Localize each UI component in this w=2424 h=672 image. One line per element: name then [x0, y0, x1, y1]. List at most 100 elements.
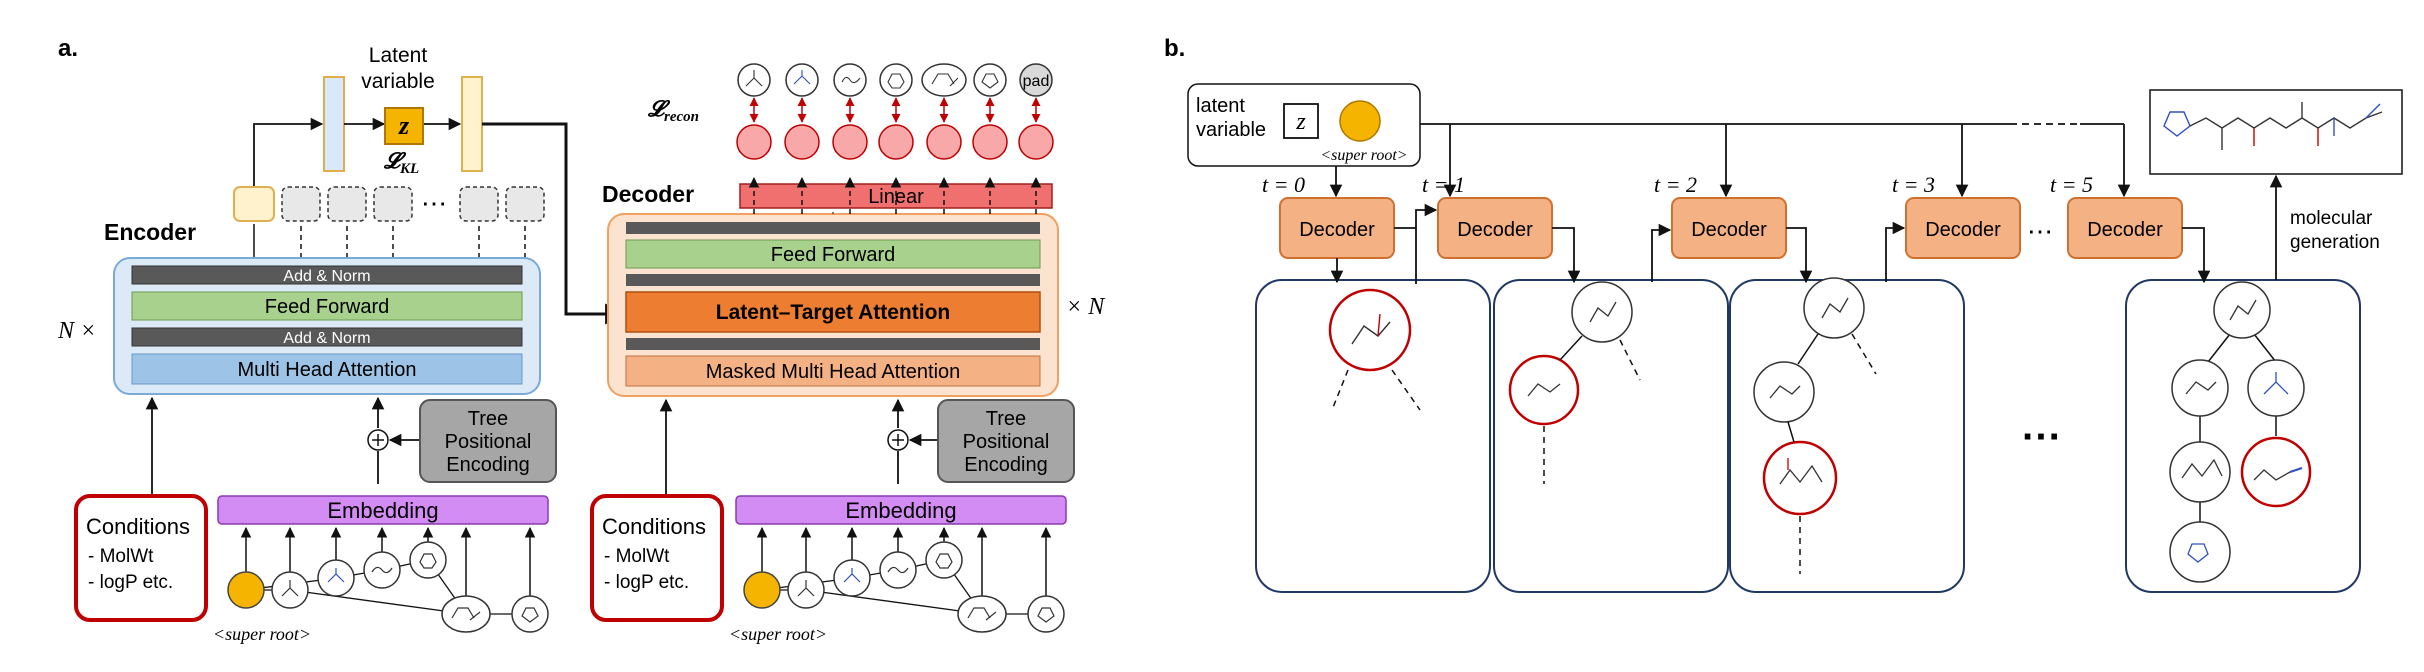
svg-text:Decoder: Decoder	[1925, 219, 2001, 241]
latent-sample-bar	[461, 76, 483, 172]
tree-t5	[2169, 281, 2312, 583]
latent-mean-bar	[323, 76, 345, 172]
target-fragment-node	[879, 63, 913, 97]
svg-text:Decoder: Decoder	[1457, 219, 1533, 241]
encoder-output-token	[505, 186, 545, 222]
encoder-tree-positional-encoding	[419, 399, 557, 483]
encoder-input-tree: <super root>	[213, 526, 549, 644]
latent-z-box-b	[1283, 103, 1319, 139]
steps-ellipsis: ⋯	[2027, 216, 2053, 246]
tree-t5-node	[2169, 441, 2231, 503]
svg-text:Masked Multi Head Attention: Masked Multi Head Attention	[706, 361, 961, 383]
decoder-fragment-node	[925, 541, 963, 579]
recon-prediction-node	[832, 124, 868, 160]
encoder-fragment-node	[511, 595, 549, 633]
panel-a: a. Latent variable z 𝓛KL ⋯	[57, 35, 1106, 644]
recon-prediction-node	[784, 124, 820, 160]
step-label-t2: t = 2	[1654, 172, 1697, 197]
latent-z-box	[384, 107, 424, 145]
encoder-fragment-node	[409, 541, 447, 579]
encoder-output-root	[233, 186, 275, 222]
decoder-repeat: × N	[1066, 294, 1106, 320]
encoder-add-norm-bottom	[131, 327, 523, 347]
recon-prediction-node	[926, 124, 962, 160]
recon-prediction-node	[972, 124, 1008, 160]
tree-t2-new-node	[1762, 440, 1838, 516]
svg-text:Embedding: Embedding	[845, 498, 956, 523]
target-fragment-node	[785, 63, 819, 97]
step-label-t5: t = 5	[2050, 172, 2093, 197]
decoder-add-norm-bottom	[626, 338, 1040, 350]
svg-text:Positional: Positional	[445, 431, 532, 453]
decoder-feed-forward	[625, 239, 1041, 269]
latent-z-symbol: z	[398, 111, 410, 140]
encoder-conditions-box	[74, 494, 208, 622]
svg-text:Encoding: Encoding	[446, 454, 529, 476]
decoder-conditions-box	[590, 494, 724, 622]
panel-b: b. latent variable z <super root> t = 0 …	[1164, 35, 2403, 593]
svg-text:Decoder: Decoder	[2087, 219, 2163, 241]
tree-t5-node	[2247, 359, 2305, 417]
tree-state-t2	[1729, 279, 1965, 593]
svg-text:- MolWt: - MolWt	[604, 546, 670, 567]
recon-prediction-node	[1018, 124, 1054, 160]
panel-b-label: b.	[1164, 35, 1185, 62]
svg-text:Feed Forward: Feed Forward	[771, 244, 896, 266]
encoder-fragment-node	[317, 559, 355, 597]
encoder-feed-forward	[131, 291, 523, 321]
svg-text:variable: variable	[1196, 119, 1266, 141]
generated-molecule-icon	[2163, 102, 2383, 150]
tree-t2-child-node	[1753, 361, 1815, 423]
recon-prediction-node	[878, 124, 914, 160]
decoder-title: Decoder	[602, 181, 694, 207]
generated-molecule-box	[2149, 89, 2403, 175]
svg-text:Decoder: Decoder	[1691, 219, 1767, 241]
svg-text:z: z	[1295, 109, 1306, 135]
target-fragment-node	[973, 63, 1007, 97]
svg-text:Tree: Tree	[986, 408, 1026, 430]
kl-loss-label: 𝓛KL	[383, 148, 419, 177]
latent-variable-label-line2: variable	[361, 70, 435, 93]
svg-text:Add & Norm: Add & Norm	[283, 330, 370, 347]
decoder-add-norm-top	[626, 222, 1040, 234]
decoder-super-root-node	[743, 571, 781, 609]
encoder-multi-head-attention	[131, 353, 523, 385]
decoder-input-tree: <super root>	[729, 526, 1065, 644]
encoder-embedding	[217, 495, 549, 525]
decoder-fragment-node	[1027, 595, 1065, 633]
svg-text:- logP etc.: - logP etc.	[604, 572, 689, 593]
recon-loss-label: 𝓛recon	[647, 96, 699, 125]
svg-text:Decoder: Decoder	[1299, 219, 1375, 241]
pad-token-label: pad	[1023, 73, 1050, 90]
svg-text:Encoding: Encoding	[964, 454, 1047, 476]
decoder-fragment-node	[833, 559, 871, 597]
recon-outputs: pad	[736, 63, 1054, 214]
encoder-output-token	[281, 186, 321, 222]
svg-text:<super root>: <super root>	[1320, 147, 1407, 164]
decoder-step-t3	[1905, 197, 2021, 259]
tree-state-t0	[1255, 279, 1491, 593]
svg-text:Embedding: Embedding	[327, 498, 438, 523]
recon-prediction-node	[736, 124, 772, 160]
tree-states-ellipsis: ···	[2022, 415, 2062, 459]
tree-t5-node	[2169, 521, 2231, 583]
decoder-tree-positional-encoding	[937, 399, 1075, 483]
svg-text:Conditions: Conditions	[86, 514, 190, 539]
encoder-fragment-node	[441, 595, 491, 633]
svg-text:Positional: Positional	[963, 431, 1050, 453]
encoder-fragment-node	[271, 571, 309, 609]
svg-text:Conditions: Conditions	[602, 514, 706, 539]
super-root-node-b	[1339, 100, 1381, 142]
tree-t1-new-node	[1508, 354, 1580, 426]
encoder-repeat: N ×	[57, 318, 96, 344]
encoder-title: Encoder	[104, 219, 196, 245]
svg-text:Latent–Target Attention: Latent–Target Attention	[716, 301, 951, 324]
decoder-fragment-node	[787, 571, 825, 609]
step-label-t0: t = 0	[1262, 172, 1305, 197]
step-label-t1: t = 1	[1422, 172, 1465, 197]
svg-text:Add & Norm: Add & Norm	[283, 268, 370, 285]
svg-text:- MolWt: - MolWt	[88, 546, 154, 567]
decoder-masked-attention	[625, 355, 1041, 387]
tree-t5-new-node	[2240, 436, 2312, 508]
